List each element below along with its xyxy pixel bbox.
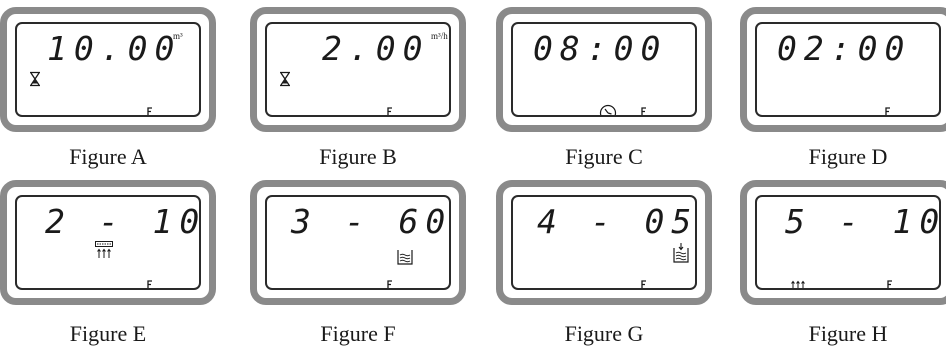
- figure-caption: Figure B: [319, 144, 397, 169]
- lcd-screen: 08:00: [511, 22, 697, 117]
- key-icon: [381, 106, 395, 115]
- lcd-panel-e: 2 - 10: [0, 180, 216, 305]
- figure-caption: Figure D: [808, 144, 888, 169]
- lcd-readout: 10.00: [47, 29, 182, 68]
- figure-caption: Figure F: [320, 321, 396, 346]
- lcd-panel-c: 08:00: [496, 7, 712, 132]
- lcd-readout: 2.00: [322, 29, 430, 68]
- lcd-panel-d: 02:00: [740, 7, 946, 132]
- lcd-readout: 08:00: [533, 29, 668, 68]
- key-icon: [879, 106, 893, 115]
- hourglass-icon: [30, 71, 40, 87]
- refill-tank-icon: [673, 243, 689, 263]
- hourglass-icon: [280, 71, 290, 87]
- key-icon: [381, 279, 395, 288]
- lcd-readout: 5 - 10: [785, 202, 941, 241]
- backwash-icon: [95, 241, 113, 259]
- unit-label: m³: [173, 31, 183, 41]
- figure-caption: Figure G: [564, 321, 644, 346]
- key-icon: [141, 106, 155, 115]
- lcd-screen: 2.00 m³/h: [265, 22, 451, 117]
- lcd-panel-g: 4 - 05: [496, 180, 712, 305]
- key-icon: [635, 106, 649, 115]
- figure-caption: Figure A: [69, 144, 147, 169]
- figure-caption: Figure C: [565, 144, 643, 169]
- lcd-readout: 4 - 05: [537, 202, 697, 241]
- lcd-screen: 2 - 10: [15, 195, 201, 290]
- clock-icon: [599, 104, 617, 115]
- key-icon: [141, 279, 155, 288]
- lcd-panel-b: 2.00 m³/h: [250, 7, 466, 132]
- lcd-readout: 02:00: [777, 29, 912, 68]
- figure-caption: Figure E: [69, 321, 147, 346]
- lcd-screen: 5 - 10: [755, 195, 941, 290]
- lcd-readout: 2 - 10: [45, 202, 201, 241]
- lcd-panel-f: 3 - 60: [250, 180, 466, 305]
- lcd-screen: 02:00: [755, 22, 941, 117]
- lcd-screen: 4 - 05: [511, 195, 697, 290]
- lcd-panel-h: 5 - 10: [740, 180, 946, 305]
- lcd-screen: 10.00 m³: [15, 22, 201, 117]
- lcd-readout: 3 - 60: [291, 202, 451, 241]
- lcd-screen: 3 - 60: [265, 195, 451, 290]
- key-icon: [881, 279, 895, 288]
- key-icon: [635, 279, 649, 288]
- unit-label: m³/h: [431, 31, 448, 41]
- rinse-icon: [789, 280, 807, 288]
- lcd-panel-a: 10.00 m³: [0, 7, 216, 132]
- figure-caption: Figure H: [808, 321, 888, 346]
- brine-tank-icon: [397, 249, 413, 265]
